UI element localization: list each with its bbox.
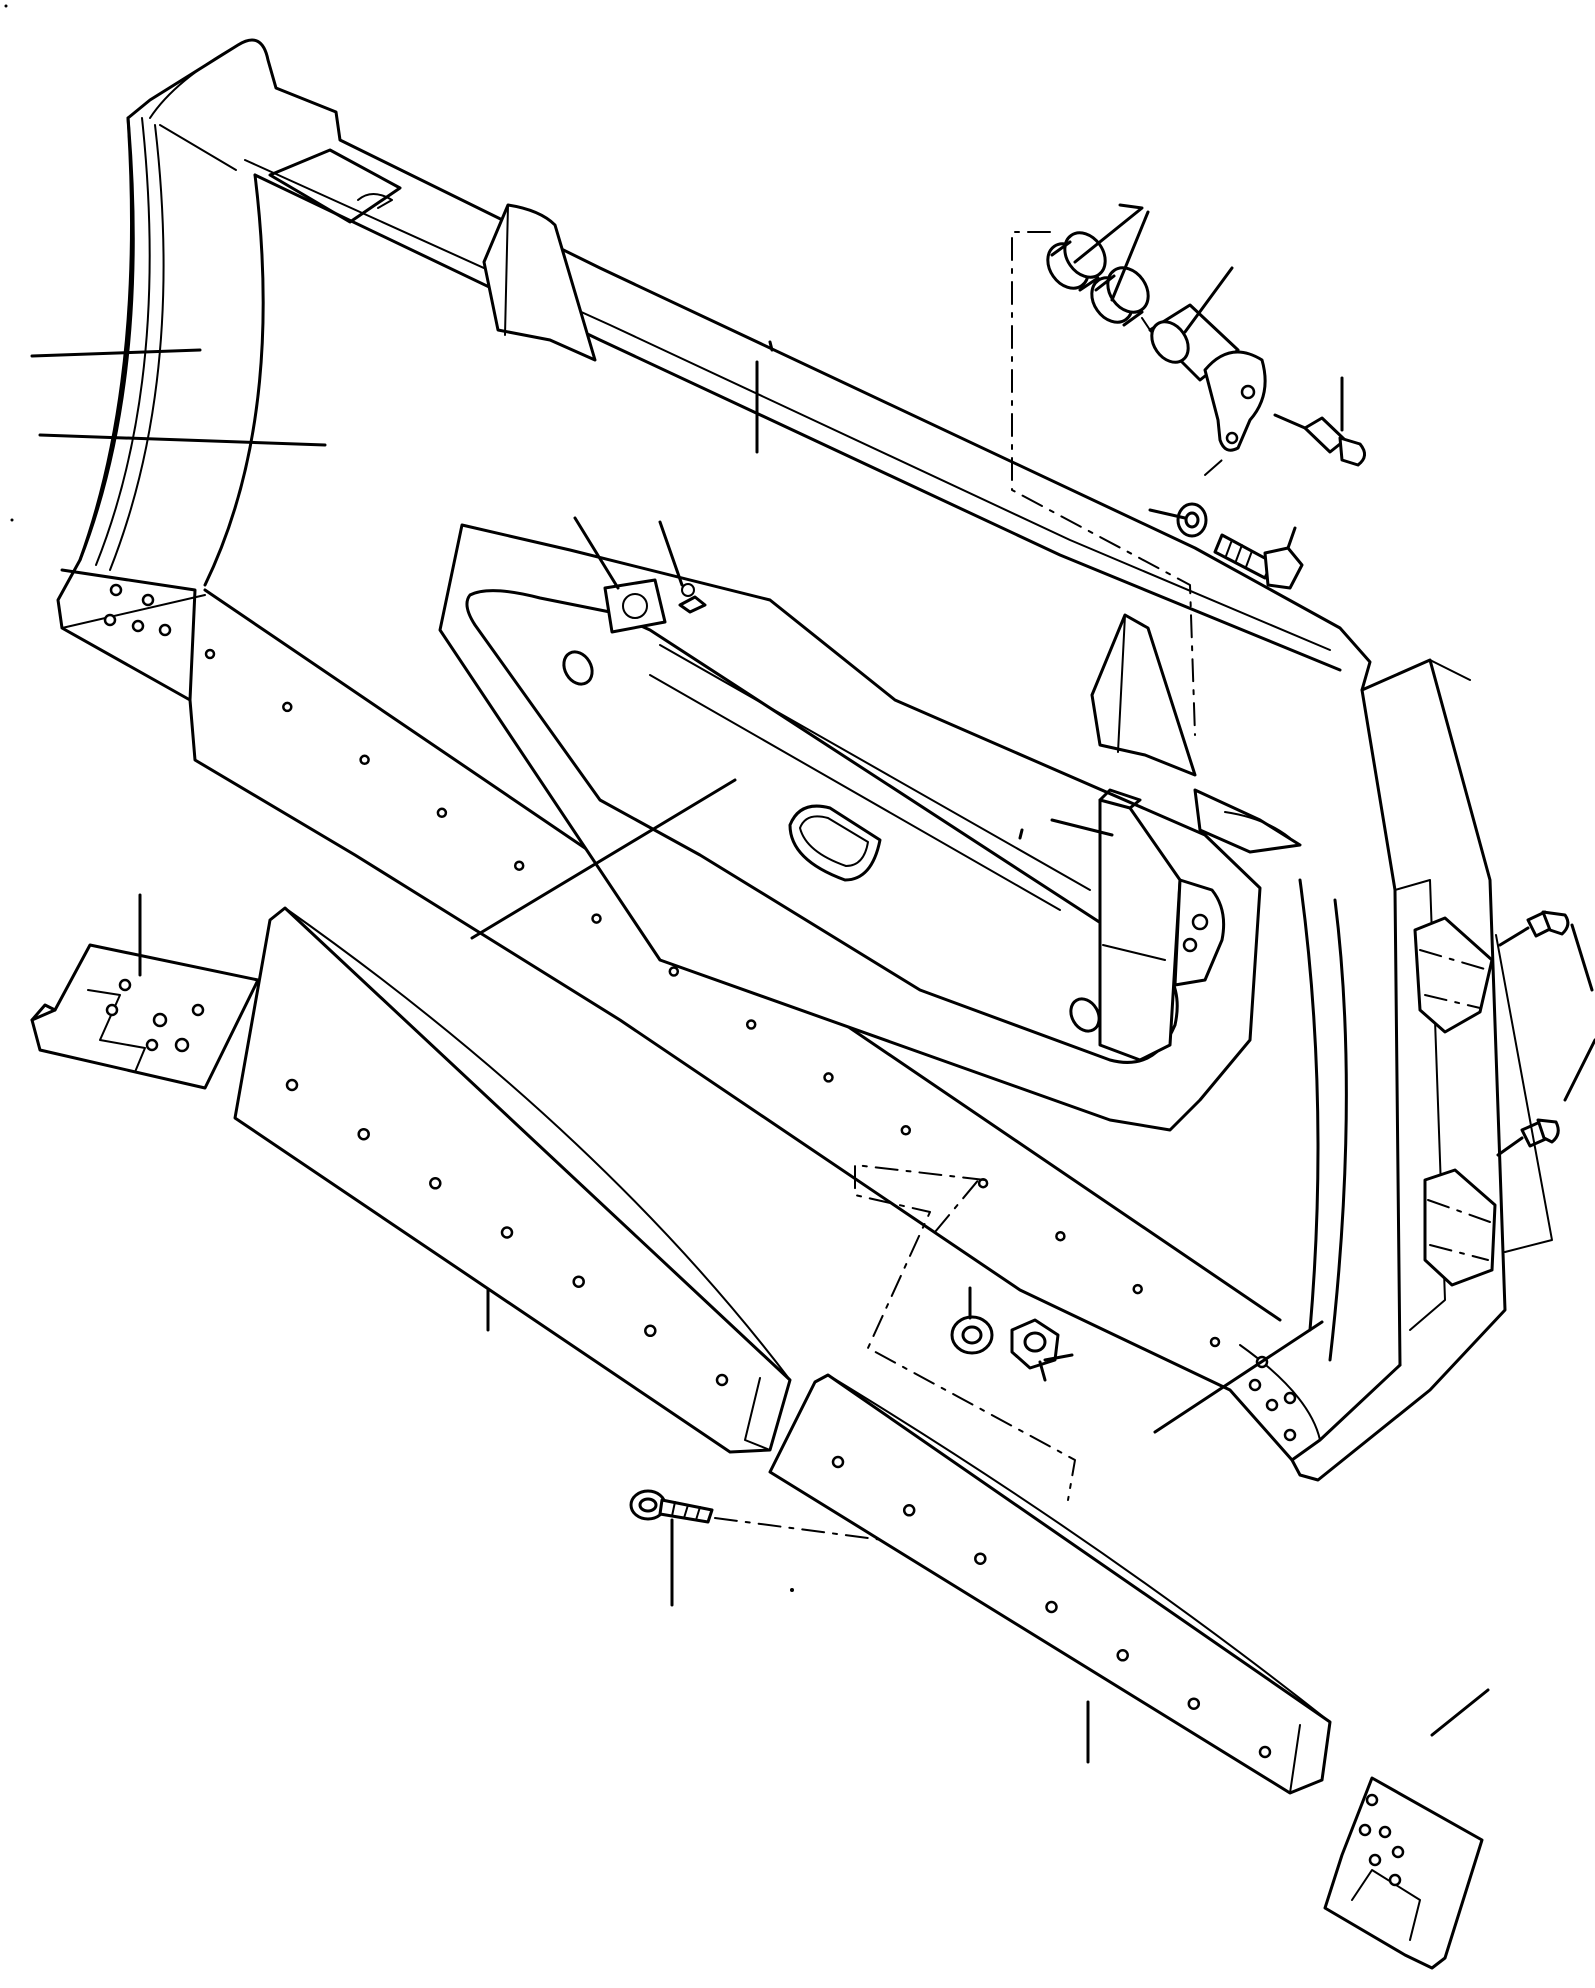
side-grease-fittings xyxy=(1413,910,1570,1287)
square-nut xyxy=(603,578,667,634)
bolt-hole xyxy=(745,1019,757,1030)
leader-line xyxy=(1430,1688,1490,1737)
bolt-hole xyxy=(436,807,448,819)
end-plate-holes-right xyxy=(1248,1355,1297,1442)
bolt-hole xyxy=(204,648,216,660)
bolt-hole xyxy=(668,966,680,977)
cutting-edge-right-holes xyxy=(831,1455,1272,1759)
lock-washer xyxy=(950,1315,994,1355)
bolt-hole xyxy=(1209,1336,1221,1348)
bolt-hole xyxy=(500,1226,514,1239)
leader-line xyxy=(1073,203,1144,264)
pivot-pin xyxy=(1148,303,1267,452)
pivot-bracket xyxy=(1098,788,1226,1062)
top-gusset-left xyxy=(482,203,597,362)
bolt-hole xyxy=(974,1552,987,1565)
leader-line xyxy=(1043,1353,1074,1362)
nut xyxy=(1010,1318,1060,1370)
bolt xyxy=(1213,533,1304,590)
leader-line xyxy=(658,520,684,587)
small-fitting xyxy=(678,583,707,614)
bolt-hole xyxy=(1045,1600,1058,1614)
bolt-hole xyxy=(591,913,602,924)
bolt-hole xyxy=(831,1455,845,1469)
bolt-hole xyxy=(513,860,525,871)
bolt-hole xyxy=(357,1127,370,1141)
leader-line xyxy=(1038,1360,1047,1382)
leader-line xyxy=(1050,818,1114,837)
bolt-hole xyxy=(644,1324,657,1338)
leader-line xyxy=(573,516,620,590)
bolt-hole xyxy=(902,1504,916,1517)
stray-marks xyxy=(4,4,1024,1592)
leader-line xyxy=(30,348,202,358)
end-bit-left xyxy=(30,943,260,1090)
leader-line xyxy=(38,433,327,447)
bolt-hole xyxy=(1132,1283,1143,1295)
end-plate-holes-left xyxy=(103,583,172,637)
bolt-hole xyxy=(1116,1649,1129,1662)
bolt-hole xyxy=(823,1072,834,1083)
leader-line xyxy=(1153,1320,1324,1434)
bolt-hole xyxy=(359,754,370,766)
cutting-edge-left xyxy=(233,906,792,1454)
bolt-hole xyxy=(900,1125,912,1136)
plow-bolt xyxy=(629,1489,714,1524)
bolt-hole xyxy=(429,1177,442,1190)
grease-fitting xyxy=(1273,413,1366,467)
leader-line xyxy=(1286,526,1297,550)
leader-line xyxy=(1110,210,1150,302)
bolt-hole xyxy=(715,1373,729,1387)
leader-lines xyxy=(30,203,1595,1764)
cutting-edge-right xyxy=(768,1373,1332,1795)
cutting-edge-left-holes xyxy=(285,1078,729,1387)
leader-line xyxy=(1183,266,1234,334)
leader-line xyxy=(1563,1038,1595,1102)
leader-line xyxy=(470,778,737,940)
bolt-hole xyxy=(1258,1745,1272,1759)
assembly-dash-lines xyxy=(714,231,1223,1553)
center-frame xyxy=(438,523,1262,1132)
leader-line xyxy=(1148,508,1187,520)
bolt-hole xyxy=(285,1078,299,1092)
end-bit-right xyxy=(1323,1776,1484,1970)
bolt-hole xyxy=(1055,1230,1066,1242)
bolt-hole xyxy=(1187,1697,1201,1710)
bolt-hole xyxy=(572,1275,585,1288)
top-gusset-right xyxy=(1090,613,1197,777)
bolt-hole xyxy=(282,701,293,713)
washer xyxy=(1176,502,1208,538)
leader-line xyxy=(1570,923,1594,992)
blade-bolt-holes xyxy=(204,648,1221,1348)
